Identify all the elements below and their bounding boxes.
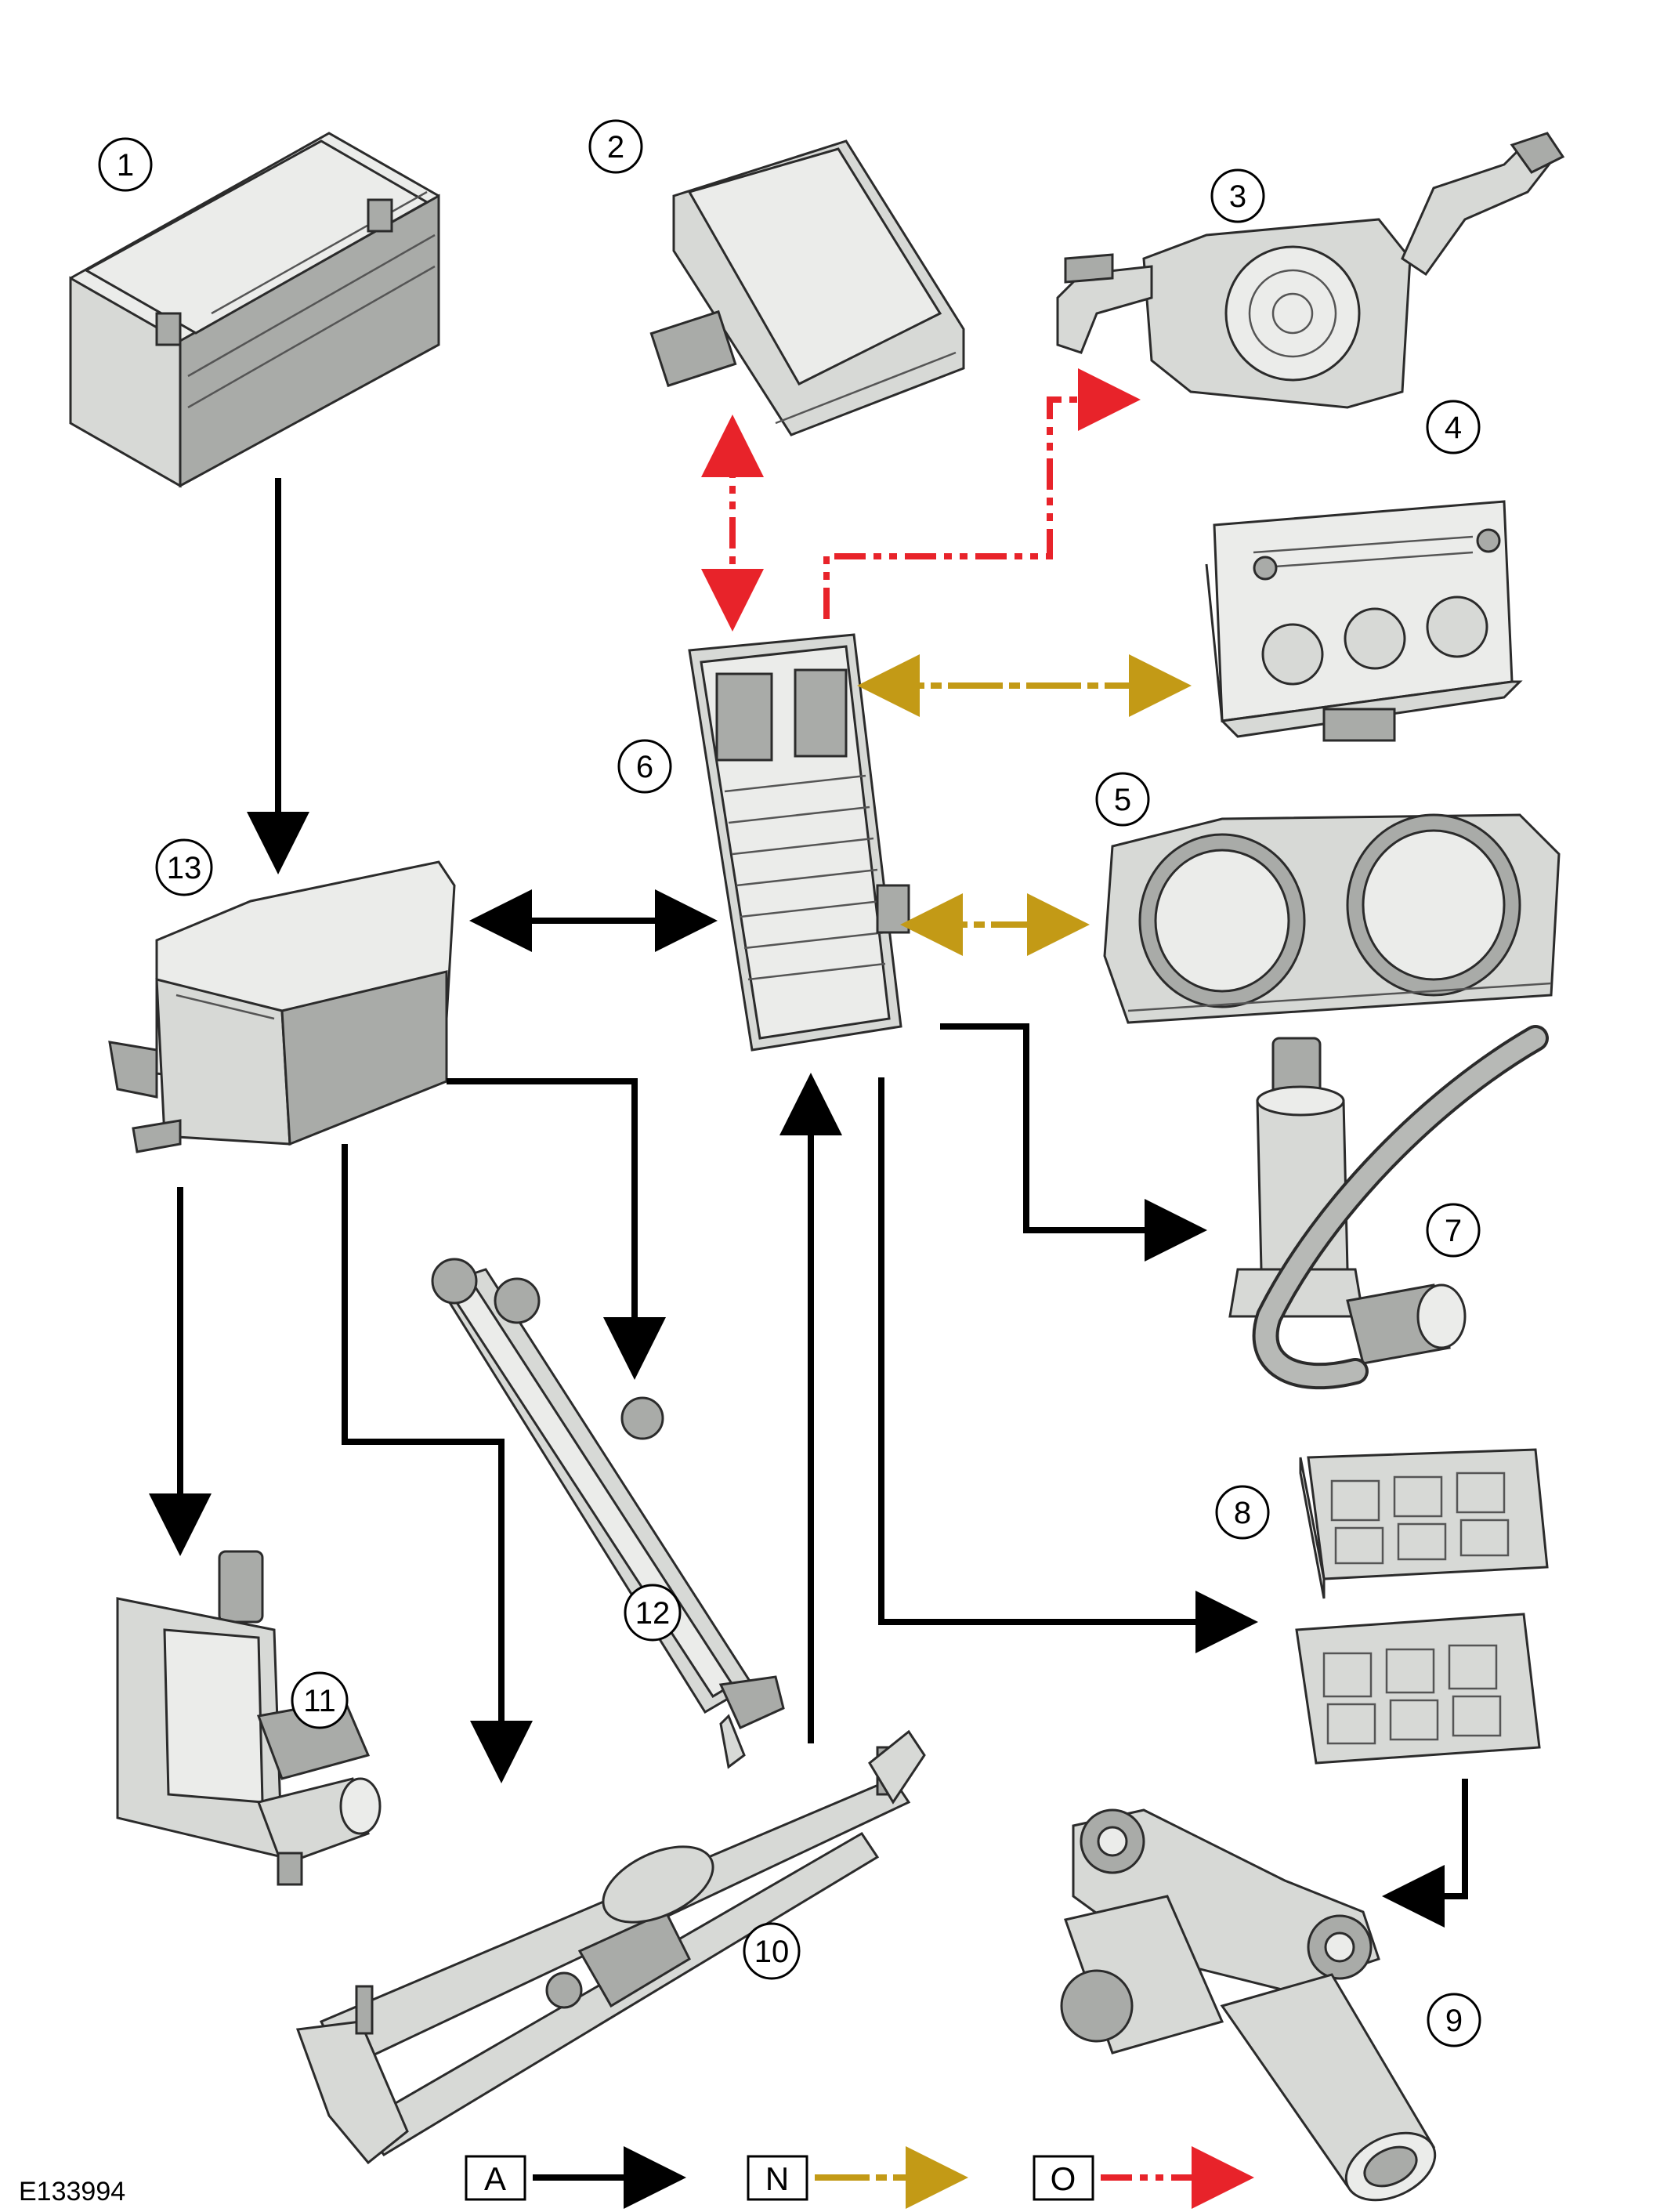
can-bcm-to-switch (823, 368, 1141, 619)
svg-text:10: 10 (754, 1935, 790, 1969)
callout-9: 9 (1427, 1993, 1481, 2047)
wire-bcm-to-pump7 (940, 1023, 1207, 1262)
callout-5: 5 (1095, 772, 1150, 827)
relay-block-component (1295, 1448, 1549, 1765)
svg-text:6: 6 (636, 750, 653, 784)
callout-8: 8 (1215, 1485, 1270, 1540)
rear-wiper-motor-component (1060, 1808, 1437, 2202)
legend-item-o: O (1033, 2146, 1254, 2209)
svg-text:N: N (765, 2160, 789, 2197)
callout-10: 10 (743, 1922, 801, 1980)
wire-relay-to-motor (1382, 1779, 1468, 1928)
svg-text:13: 13 (167, 851, 202, 885)
legend-item-a: A (465, 2146, 686, 2209)
svg-text:O: O (1051, 2160, 1076, 2197)
svg-text:9: 9 (1445, 2004, 1463, 2038)
svg-text:4: 4 (1445, 411, 1462, 445)
junction-box-component (108, 860, 456, 1153)
svg-text:7: 7 (1445, 1214, 1462, 1248)
callout-4: 4 (1426, 400, 1481, 454)
can-bus-connections (701, 368, 1141, 632)
wire-box-to-linkage (342, 1144, 533, 1783)
headlamp-washer-pump-component (116, 1550, 382, 1886)
wire-box-to-jet (447, 1078, 666, 1380)
audio-control-panel-component (1205, 500, 1523, 742)
callout-11: 11 (291, 1671, 349, 1729)
callout-13: 13 (155, 838, 213, 896)
washer-pump-component (1228, 1025, 1549, 1390)
battery-component (69, 132, 440, 488)
legend: A N O (465, 2146, 1254, 2209)
legend-item-n: N (747, 2146, 968, 2209)
svg-text:1: 1 (117, 148, 134, 183)
front-wiper-linkage-component (295, 1729, 926, 2165)
lin-bus-connections (857, 654, 1192, 956)
svg-text:3: 3 (1229, 179, 1246, 214)
svg-text:A: A (484, 2160, 506, 2197)
headlamp-washer-jet-component (431, 1258, 785, 1769)
callout-6: 6 (617, 739, 672, 794)
callout-2: 2 (588, 119, 643, 174)
svg-text:5: 5 (1114, 783, 1131, 817)
callout-12: 12 (624, 1584, 682, 1642)
hardwired-connections (149, 478, 1468, 1928)
callout-1: 1 (98, 137, 153, 192)
svg-text:2: 2 (607, 130, 624, 165)
wire-bcm-to-relay (878, 1077, 1258, 1653)
svg-text:8: 8 (1234, 1496, 1251, 1530)
instrument-cluster-component (1103, 813, 1561, 1024)
sensor-module-component (649, 139, 965, 436)
svg-text:11: 11 (303, 1684, 336, 1718)
multifunction-switch-component (1056, 132, 1565, 409)
reference-code: E133994 (19, 2177, 125, 2207)
callout-7: 7 (1426, 1203, 1481, 1258)
svg-text:12: 12 (635, 1596, 671, 1631)
body-control-module-component (688, 633, 910, 1052)
callout-3: 3 (1210, 168, 1265, 223)
callouts: 1 2 3 4 5 6 7 8 (98, 119, 1481, 2047)
